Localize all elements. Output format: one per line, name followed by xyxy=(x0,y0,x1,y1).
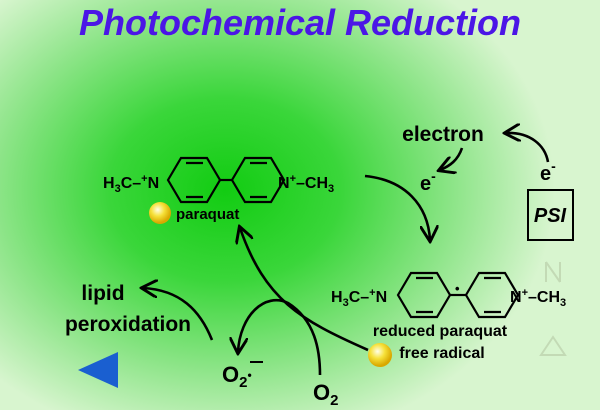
oxygen-label: O2 xyxy=(313,380,338,409)
electron-to-e-arrow xyxy=(440,147,464,170)
peroxidation-label: peroxidation xyxy=(65,313,191,336)
reaction-arrows xyxy=(143,133,550,376)
paraquat-ball xyxy=(149,202,171,224)
reduced-label-2: free radical xyxy=(399,345,484,362)
electron-label: electron xyxy=(402,123,484,146)
paraquat-to-reduced-arrow xyxy=(364,174,430,240)
paraquat-structure xyxy=(166,156,286,204)
electron-e-label: e- xyxy=(420,168,436,195)
paraquat-left-methyl: H3C–+N xyxy=(103,173,159,195)
psi-label: PSI xyxy=(534,205,567,227)
reduced-right-methyl: N+–CH3 xyxy=(510,287,566,309)
reduced-to-paraquat-arrow xyxy=(240,228,369,352)
reduced-left-methyl: H3C–+N xyxy=(331,287,387,309)
title: Photochemical Reduction xyxy=(79,2,521,43)
watermark-logo xyxy=(539,261,567,356)
paraquat-label: paraquat xyxy=(176,206,239,223)
oxygen-to-superoxide-arrow xyxy=(238,299,322,376)
psi-e-label: e- xyxy=(540,158,556,185)
reduced-ball xyxy=(368,343,392,367)
radical-dot: • xyxy=(455,281,460,296)
reduced-paraquat-structure xyxy=(396,271,520,319)
lipid-label: lipid xyxy=(81,282,124,305)
psi-to-electron-arrow xyxy=(506,133,550,163)
back-nav-arrow[interactable] xyxy=(78,352,118,388)
superoxide-label: O2• xyxy=(222,362,252,391)
reduced-label-1: reduced paraquat xyxy=(373,323,508,340)
psi-box xyxy=(527,189,574,241)
paraquat-right-methyl: N+–CH3 xyxy=(278,173,334,195)
to-lipid-arrow xyxy=(143,288,214,341)
